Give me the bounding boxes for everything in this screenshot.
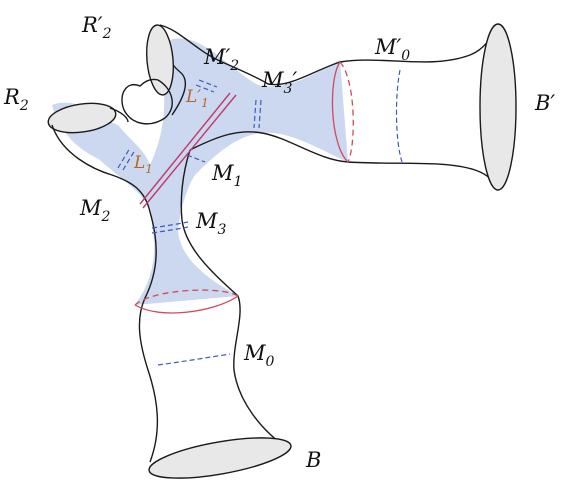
shaded-region	[52, 38, 348, 305]
boundary-bprime	[480, 24, 516, 190]
boundary-b	[146, 430, 293, 485]
label-l1: L1	[133, 153, 153, 176]
label-r2: R2	[3, 85, 29, 114]
label-b: B	[305, 448, 321, 472]
boundary-r2prime	[144, 24, 176, 96]
label-m2: M2	[79, 196, 111, 225]
label-m1: M1	[211, 161, 242, 190]
label-r2prime: R′2	[81, 13, 112, 42]
label-bprime: B′	[534, 91, 555, 115]
label-m0prime: M′0	[374, 35, 410, 64]
label-m3: M3	[195, 209, 227, 238]
label-m0: M0	[243, 341, 275, 370]
